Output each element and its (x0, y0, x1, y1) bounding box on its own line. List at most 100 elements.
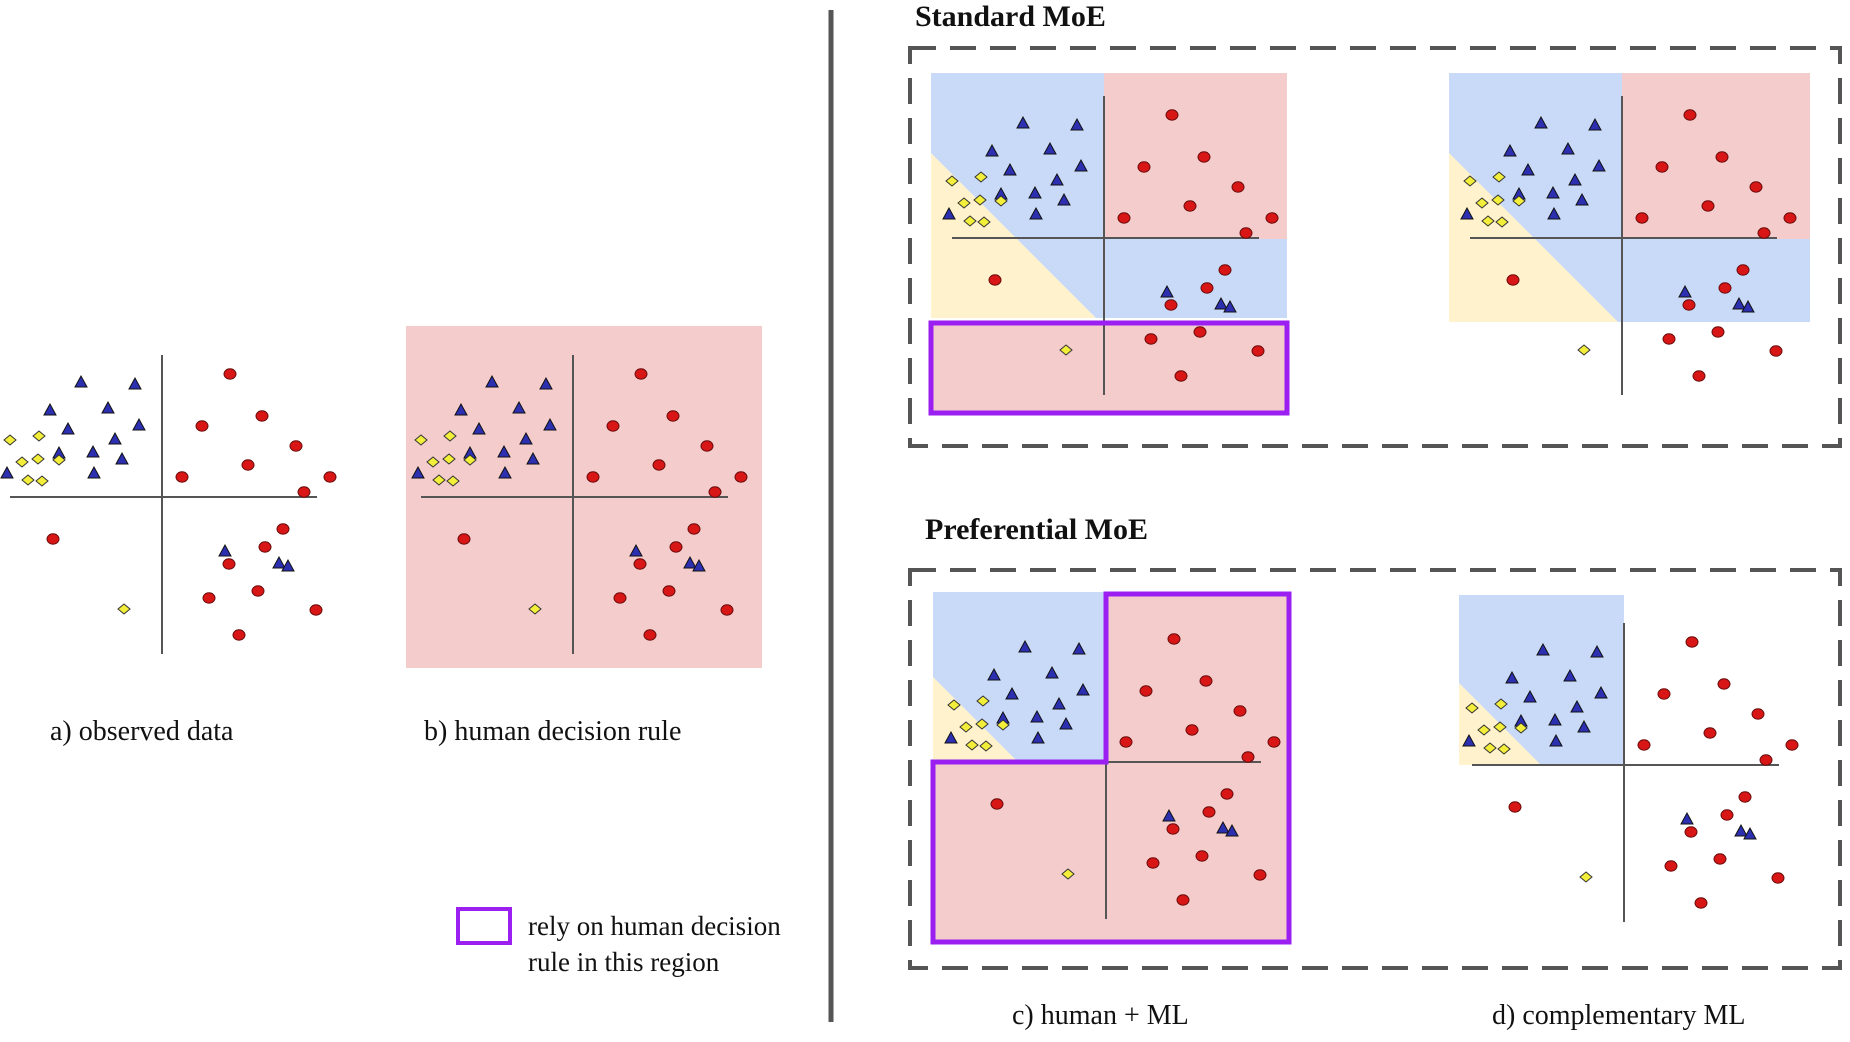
blue-triangle-marker (1076, 682, 1090, 696)
red-dot-marker (1684, 826, 1698, 838)
red-dot-marker (1239, 227, 1253, 239)
blue-triangle-marker (1590, 644, 1604, 658)
red-dot-marker (1267, 736, 1281, 748)
yellow-diamond-marker (1483, 742, 1497, 754)
red-dot-marker (1139, 685, 1153, 697)
red-dot-marker (1220, 788, 1234, 800)
red-dot-marker (1736, 264, 1750, 276)
yellow-diamond-marker (35, 475, 49, 487)
blue-triangle-marker (1549, 733, 1563, 747)
blue-triangle-marker (1460, 206, 1474, 220)
red-dot-marker (289, 440, 303, 452)
red-dot-marker (734, 471, 748, 483)
blue-triangle-marker (1214, 296, 1228, 310)
blue-triangle-marker (472, 421, 486, 435)
red-dot-marker (1751, 708, 1765, 720)
red-dot-marker (1183, 200, 1197, 212)
red-dot-marker (1717, 678, 1731, 690)
red-dot-marker (652, 459, 666, 471)
blue-triangle-marker (1563, 668, 1577, 682)
blue-triangle-marker (692, 558, 706, 572)
red-dot-marker (1682, 299, 1696, 311)
yellow-diamond-marker (117, 603, 131, 615)
yellow-diamond-marker (1059, 344, 1073, 356)
red-dot-marker (1694, 897, 1708, 909)
blue-triangle-marker (128, 376, 142, 390)
section-title-standard-moe: Standard MoE (915, 0, 1106, 33)
red-dot-marker (232, 629, 246, 641)
red-region (931, 323, 1287, 413)
red-dot-marker (700, 440, 714, 452)
red-dot-marker (1713, 853, 1727, 865)
blue-triangle-marker (1561, 141, 1575, 155)
yellow-diamond-marker (15, 456, 29, 468)
blue-triangle-marker (1052, 696, 1066, 710)
blue-triangle-marker (987, 667, 1001, 681)
blue-triangle-marker (1741, 299, 1755, 313)
red-dot-marker (1199, 675, 1213, 687)
red-dot-marker (669, 541, 683, 553)
human-region-highlight (930, 591, 1292, 945)
yellow-diamond-marker (1495, 216, 1509, 228)
red-dot-marker (1193, 326, 1207, 338)
red-dot-marker (1146, 857, 1160, 869)
yellow-diamond-marker (31, 453, 45, 465)
blue-triangle-marker (0, 465, 14, 479)
yellow-diamond-marker (443, 430, 457, 442)
blue-triangle-marker (1743, 826, 1757, 840)
red-dot-marker (1233, 705, 1247, 717)
yellow-diamond-marker (957, 197, 971, 209)
blue-triangle-marker (1029, 206, 1043, 220)
red-dot-marker (255, 410, 269, 422)
red-dot-marker (297, 486, 311, 498)
yellow-diamond-marker (1492, 171, 1506, 183)
red-dot-marker (1137, 161, 1151, 173)
red-dot-marker (1664, 860, 1678, 872)
red-region (1104, 73, 1287, 239)
red-dot-marker (1769, 345, 1783, 357)
yellow-diamond-marker (947, 699, 961, 711)
blue-triangle-marker (115, 451, 129, 465)
blue-triangle-marker (1575, 192, 1589, 206)
yellow-diamond-marker (1493, 721, 1507, 733)
blue-triangle-marker (1594, 685, 1608, 699)
yellow-diamond-marker (1579, 871, 1593, 883)
red-dot-marker (1174, 370, 1188, 382)
blue-triangle-marker (1030, 709, 1044, 723)
blue-triangle-marker (74, 374, 88, 388)
red-dot-marker (633, 558, 647, 570)
red-dot-marker (1231, 181, 1245, 193)
yellow-diamond-marker (963, 215, 977, 227)
red-dot-marker (1144, 333, 1158, 345)
yellow-diamond-marker (414, 434, 428, 446)
red-dot-marker (1757, 227, 1771, 239)
panel-preferential-human-ml (930, 591, 1292, 945)
blue-triangle-marker (1546, 185, 1560, 199)
blue-triangle-marker (1043, 141, 1057, 155)
blue-triangle-marker (218, 543, 232, 557)
yellow-diamond-marker (1481, 215, 1495, 227)
caption-complementary-ml: d) complementary ML (1492, 1000, 1746, 1031)
blue-triangle-marker (1018, 639, 1032, 653)
blue-triangle-marker (281, 558, 295, 572)
panel-standard-human-ml (928, 73, 1290, 416)
blue-triangle-marker (629, 543, 643, 557)
red-dot-marker (1164, 299, 1178, 311)
yellow-diamond-marker (974, 171, 988, 183)
red-dot-marker (1685, 636, 1699, 648)
blue-triangle-marker (1031, 730, 1045, 744)
red-dot-marker (1167, 633, 1181, 645)
blue-triangle-marker (1160, 284, 1174, 298)
blue-triangle-marker (1568, 172, 1582, 186)
blue-region (933, 592, 1106, 762)
red-dot-marker (46, 533, 60, 545)
yellow-diamond-marker (1463, 175, 1477, 187)
red-dot-marker (1241, 751, 1255, 763)
blue-triangle-marker (539, 376, 553, 390)
blue-triangle-marker (61, 421, 75, 435)
red-dot-marker (1657, 688, 1671, 700)
blue-triangle-marker (1223, 299, 1237, 313)
red-dot-marker (1637, 739, 1651, 751)
yellow-diamond-marker (959, 721, 973, 733)
yellow-diamond-marker (994, 195, 1008, 207)
